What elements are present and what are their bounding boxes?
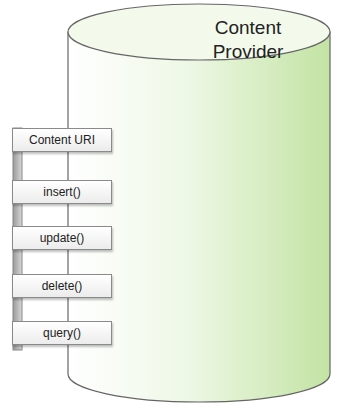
- cylinder-store: Content Provider: [66, 2, 332, 406]
- method-label: update(): [34, 231, 91, 245]
- method-label: insert(): [37, 185, 86, 199]
- method-tab: delete(): [12, 274, 112, 298]
- store-title: Content Provider: [178, 2, 318, 64]
- method-tab: Content URI: [12, 128, 112, 152]
- method-label: delete(): [36, 279, 89, 293]
- method-tab: update(): [12, 226, 112, 250]
- method-tab: insert(): [12, 180, 112, 204]
- method-label: query(): [37, 326, 87, 340]
- cylinder-shape: [66, 2, 332, 406]
- method-tab: query(): [12, 321, 112, 345]
- method-label: Content URI: [23, 133, 101, 147]
